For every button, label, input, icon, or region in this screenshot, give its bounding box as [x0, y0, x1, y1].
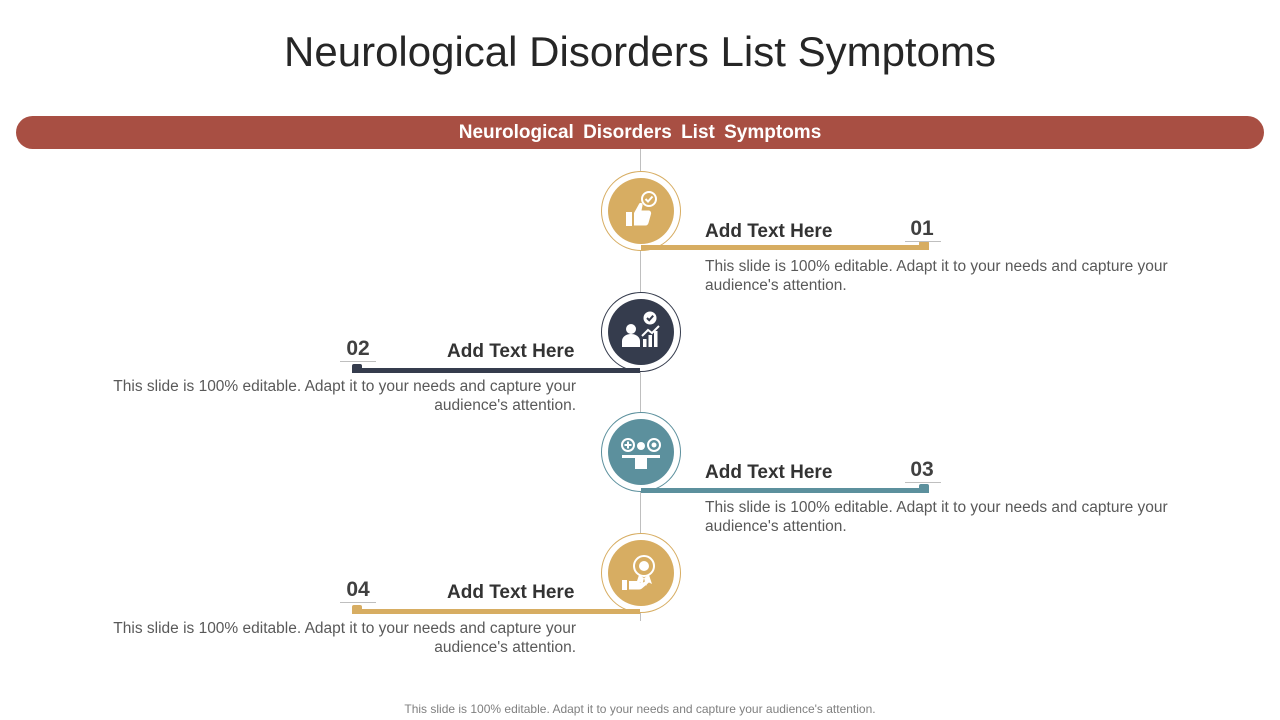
- item-2-description: This slide is 100% editable. Adapt it to…: [113, 378, 576, 414]
- item-3-connector-bar: [641, 484, 929, 493]
- item-3-number: 03: [910, 458, 934, 481]
- item-4-number: 04: [346, 578, 370, 601]
- item-4-heading: Add Text Here: [447, 582, 575, 603]
- footer-note: This slide is 100% editable. Adapt it to…: [404, 702, 876, 716]
- item-1-description: This slide is 100% editable. Adapt it to…: [705, 258, 1168, 294]
- person-growth-chart-icon: [622, 311, 660, 347]
- page-title: Neurological Disorders List Symptoms: [284, 28, 996, 75]
- item-3-icon-ring: [601, 412, 681, 492]
- item-4-connector-cap: [352, 605, 362, 613]
- item-1-icon-disc: [608, 178, 674, 244]
- thumbs-up-check-icon: [626, 191, 657, 226]
- item-3-connector-cap: [919, 484, 929, 492]
- item-2-heading: Add Text Here: [447, 341, 575, 362]
- item-1-number-rule: [905, 241, 941, 242]
- item-2-number-rule: [340, 361, 376, 362]
- item-1-icon-ring: [601, 171, 681, 251]
- item-2-icon-disc: [608, 299, 674, 365]
- item-1-heading: Add Text Here: [705, 221, 833, 242]
- banner-title: Neurological Disorders List Symptoms: [458, 121, 822, 143]
- hand-award-badge-icon: [622, 555, 655, 590]
- item-1-number: 01: [910, 217, 934, 240]
- item-3-description: This slide is 100% editable. Adapt it to…: [705, 499, 1168, 535]
- item-1-connector-cap: [919, 241, 929, 249]
- item-1-connector-bar: [641, 241, 929, 250]
- item-3-heading: Add Text Here: [705, 462, 833, 483]
- item-4-icon-disc: [608, 540, 674, 606]
- item-2-icon-ring: [601, 292, 681, 372]
- item-4-connector-bar: [352, 605, 640, 614]
- item-2-connector-bar: [352, 364, 640, 373]
- item-2-connector-cap: [352, 364, 362, 372]
- timeline-spine: [640, 149, 641, 621]
- item-3-icon-disc: [608, 419, 674, 485]
- header-banner: Neurological Disorders List Symptoms: [16, 116, 1264, 149]
- item-4-icon-ring: [601, 533, 681, 613]
- item-4-description: This slide is 100% editable. Adapt it to…: [113, 620, 576, 656]
- item-4-number-rule: [340, 602, 376, 603]
- item-3-number-rule: [905, 482, 941, 483]
- item-2-number: 02: [346, 337, 370, 360]
- person-balance-icon: [621, 438, 661, 469]
